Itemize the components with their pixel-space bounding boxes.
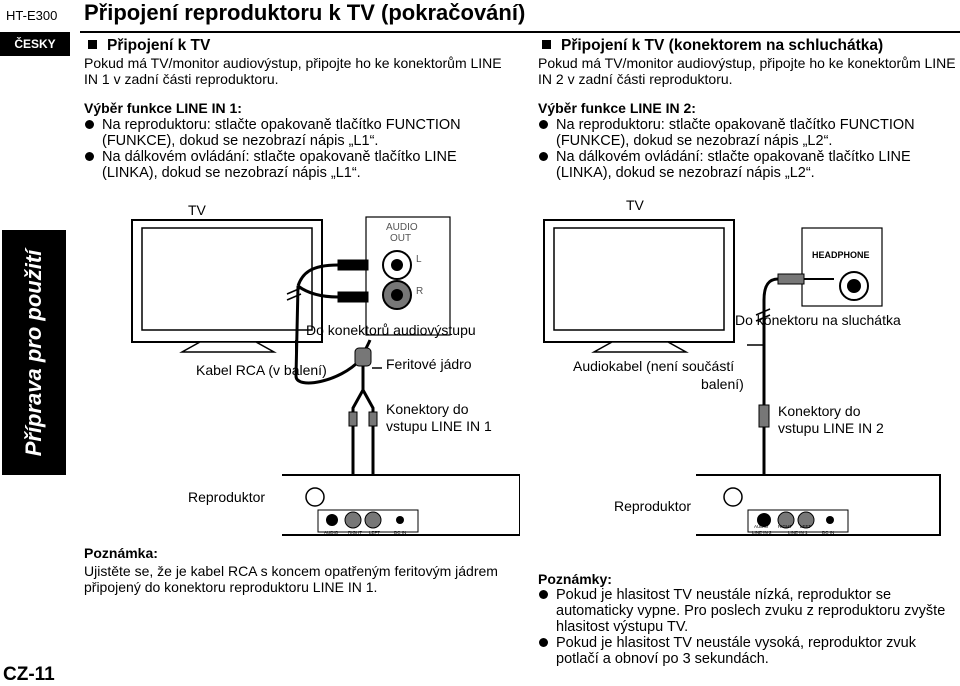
list-item: Na dálkovém ovládání: stlačte opakovaně … bbox=[84, 149, 484, 181]
speaker-label: Reproduktor bbox=[614, 498, 692, 514]
title-divider bbox=[80, 31, 960, 33]
speaker-icon bbox=[282, 474, 520, 536]
jack-right-label: RIGHT bbox=[348, 530, 362, 535]
list-item: Pokud je hlasitost TV neustále nízká, re… bbox=[538, 587, 958, 635]
right-connection-diagram: TV HEADPHONE AUDIO LINE IN 2 RIGHT LINE … bbox=[543, 197, 941, 536]
right-select-title: Výběr funkce LINE IN 2: bbox=[538, 100, 696, 116]
tv-icon bbox=[131, 219, 323, 353]
square-bullet-icon bbox=[88, 40, 97, 49]
jack-linein1-label: LINE IN 1 bbox=[788, 530, 808, 535]
left-heading: Připojení k TV bbox=[88, 37, 210, 55]
speaker-label: Reproduktor bbox=[188, 489, 266, 505]
to-audio-out-label: Do konektorů audiovýstupu bbox=[306, 322, 476, 338]
r-label: R bbox=[416, 286, 423, 297]
language-tab: ČESKY bbox=[0, 32, 70, 56]
left-note-title: Poznámka: bbox=[84, 545, 158, 561]
left-note: Ujistěte se, že je kabel RCA s koncem op… bbox=[84, 563, 498, 595]
left-select-title: Výběr funkce LINE IN 1: bbox=[84, 100, 242, 116]
right-notes-title: Poznámky: bbox=[538, 571, 612, 587]
jack-audio-label: AUDIO bbox=[754, 524, 769, 529]
line-in-2-label-2: vstupu LINE IN 2 bbox=[778, 420, 884, 436]
left-intro: Pokud má TV/monitor audiovýstup, připojt… bbox=[84, 55, 502, 87]
right-intro: Pokud má TV/monitor audiovýstup, připojt… bbox=[538, 55, 956, 87]
sidebar: HT-E300 ČESKY Příprava pro použití CZ-11 bbox=[0, 0, 70, 685]
right-notes-list: Pokud je hlasitost TV neustále nízká, re… bbox=[538, 587, 958, 667]
jack-right-label: RIGHT bbox=[778, 524, 792, 529]
list-item: Na reproduktoru: stlačte opakovaně tlačí… bbox=[538, 117, 938, 149]
rca-cable-label: Kabel RCA (v balení) bbox=[196, 362, 327, 378]
list-item: Pokud je hlasitost TV neustále vysoká, r… bbox=[538, 635, 958, 667]
audio-cable-label: Audiokabel (není součástí bbox=[573, 358, 735, 374]
model-name: HT-E300 bbox=[6, 8, 58, 23]
line-in-2-label: Konektory do bbox=[778, 403, 861, 419]
section-title: Příprava pro použití bbox=[21, 249, 46, 456]
ferrite-label: Feritové jádro bbox=[386, 356, 472, 372]
left-connection-diagram: TV AUDIO OUT L R AUDIO RIGH bbox=[131, 202, 520, 536]
jack-dc-label: DC IN bbox=[394, 530, 406, 535]
rca-plugs-icon bbox=[286, 259, 369, 385]
tv-icon bbox=[543, 219, 735, 353]
tv-label: TV bbox=[626, 197, 645, 213]
audio-out-label-2: OUT bbox=[390, 233, 411, 244]
list-item: Na dálkovém ovládání: stlačte opakovaně … bbox=[538, 149, 938, 181]
square-bullet-icon bbox=[542, 40, 551, 49]
jack-audio-label: AUDIO bbox=[324, 530, 339, 535]
speaker-icon bbox=[696, 474, 941, 536]
list-item: Na reproduktoru: stlačte opakovaně tlačí… bbox=[84, 117, 484, 149]
right-heading: Připojení k TV (konektorem na schluchátk… bbox=[542, 37, 883, 55]
tv-label: TV bbox=[188, 202, 207, 218]
jack-left-label: LEFT bbox=[369, 530, 380, 535]
line-in-1-label: Konektory do bbox=[386, 401, 469, 417]
audio-out-panel bbox=[365, 216, 451, 336]
left-bullet-list: Na reproduktoru: stlačte opakovaně tlačí… bbox=[84, 117, 484, 181]
right-bullet-list: Na reproduktoru: stlačte opakovaně tlačí… bbox=[538, 117, 938, 181]
headphone-label: HEADPHONE bbox=[812, 250, 870, 260]
audio-cable-label-2: balení) bbox=[701, 376, 744, 392]
line-in-1-label-2: vstupu LINE IN 1 bbox=[386, 418, 492, 434]
l-label: L bbox=[416, 254, 422, 265]
section-tab: Příprava pro použití bbox=[2, 230, 66, 475]
jack-linein2-label: LINE IN 2 bbox=[752, 530, 772, 535]
jack-dc-label: DC IN bbox=[822, 530, 834, 535]
page-title: Připojení reproduktoru k TV (pokračování… bbox=[84, 0, 526, 25]
to-headphone-label: Do konektoru na sluchátka bbox=[735, 312, 901, 328]
page-number: CZ-11 bbox=[3, 664, 55, 685]
jack-left-label: LEFT bbox=[800, 524, 811, 529]
audio-out-label: AUDIO bbox=[386, 222, 418, 233]
